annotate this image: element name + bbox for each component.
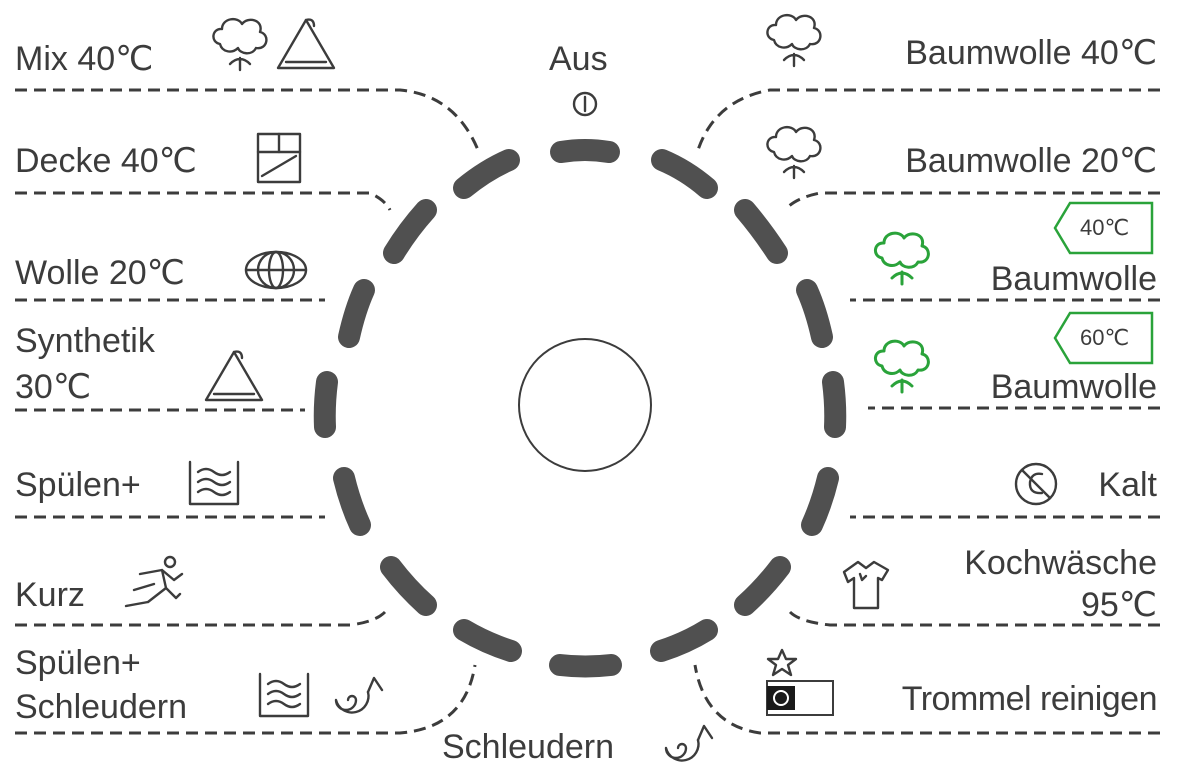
shirt-icon [842, 560, 890, 610]
dial-segment [383, 199, 437, 264]
program-kurz-label[interactable]: Kurz [15, 576, 85, 614]
program-baumwolle-40-label[interactable]: Baumwolle 40℃ [905, 34, 1157, 72]
power-icon [572, 91, 598, 117]
temp-tag-40: 40℃ [1080, 215, 1130, 240]
program-mix-label[interactable]: Mix 40℃ [15, 40, 154, 78]
program-kochwaesche-label[interactable]: Kochwäsche [964, 544, 1157, 582]
dial-segment [313, 371, 338, 438]
cold-icon [1014, 462, 1058, 506]
program-eco-baumwolle-40-label[interactable]: Baumwolle [990, 260, 1157, 298]
program-trommel-reinigen-label[interactable]: Trommel reinigen [901, 680, 1158, 718]
drum-clean-icon [766, 680, 834, 716]
dial-segment [550, 139, 620, 163]
off-label[interactable]: Aus [549, 40, 608, 78]
dial-segment [651, 149, 718, 199]
synthetic-icon [276, 18, 336, 70]
leader-line-baumwolle-40 [696, 88, 1160, 151]
leader-line-decke [15, 191, 392, 211]
dial-knob[interactable] [518, 338, 652, 472]
spin-icon [664, 724, 714, 762]
program-spuelen-schleudern-label[interactable]: Spülen+ [15, 644, 141, 682]
blanket-icon [256, 132, 302, 184]
right-leader-lines [693, 88, 1160, 735]
temp-tag-60: 60℃ [1080, 325, 1130, 350]
dial-segment [453, 149, 520, 199]
dial-segment [734, 199, 788, 264]
dial-segments [313, 139, 847, 678]
eco-cotton-icon [874, 231, 930, 286]
runner-icon [124, 555, 184, 608]
program-synthetik-temp[interactable]: 30℃ [15, 368, 92, 406]
program-eco-baumwolle-60-label[interactable]: Baumwolle [990, 368, 1157, 406]
eco-cotton-icon [874, 339, 930, 394]
program-synthetik-label[interactable]: Synthetik [15, 322, 155, 360]
spin-label[interactable]: Schleudern [442, 728, 615, 766]
program-kalt-label[interactable]: Kalt [1098, 466, 1157, 504]
leader-line-spuelen-schleudern [15, 664, 477, 735]
rinse-icon [258, 672, 310, 718]
dial-segment [453, 619, 522, 662]
dial-segment [801, 467, 839, 536]
left-leader-lines [15, 88, 480, 735]
dial-segment [333, 467, 371, 536]
spin-icon [334, 676, 384, 714]
star-icon [766, 648, 798, 677]
leader-line-baumwolle-20 [783, 191, 1160, 212]
cotton-icon [766, 13, 822, 68]
rinse-icon [188, 460, 240, 506]
synthetic-icon [204, 350, 264, 402]
cotton-icon [766, 125, 822, 180]
dial-segment [796, 279, 833, 348]
dial-segment [380, 556, 437, 616]
program-decke-label[interactable]: Decke 40℃ [15, 142, 197, 180]
dial-segment [338, 279, 375, 348]
wool-icon [244, 250, 308, 290]
cotton-icon [212, 17, 268, 72]
program-spuelen-schleudern-label2[interactable]: Schleudern [15, 688, 188, 726]
leader-line-trommel [693, 664, 1160, 735]
leader-line-kurz [15, 610, 387, 627]
leader-line-kochwaesche [788, 610, 1160, 627]
dial-segment [822, 371, 847, 438]
dial-segment [734, 556, 791, 616]
dial-segment [549, 654, 622, 678]
program-baumwolle-20-label[interactable]: Baumwolle 20℃ [905, 142, 1157, 180]
dial-segment [650, 619, 718, 662]
leader-line-mix [15, 88, 480, 151]
temp-tag-frame [1053, 311, 1154, 365]
program-wolle-label[interactable]: Wolle 20℃ [15, 254, 185, 292]
program-spuelen-label[interactable]: Spülen+ [15, 466, 141, 504]
program-kochwaesche-temp[interactable]: 95℃ [1080, 586, 1157, 624]
temp-tag-frame [1053, 201, 1154, 255]
